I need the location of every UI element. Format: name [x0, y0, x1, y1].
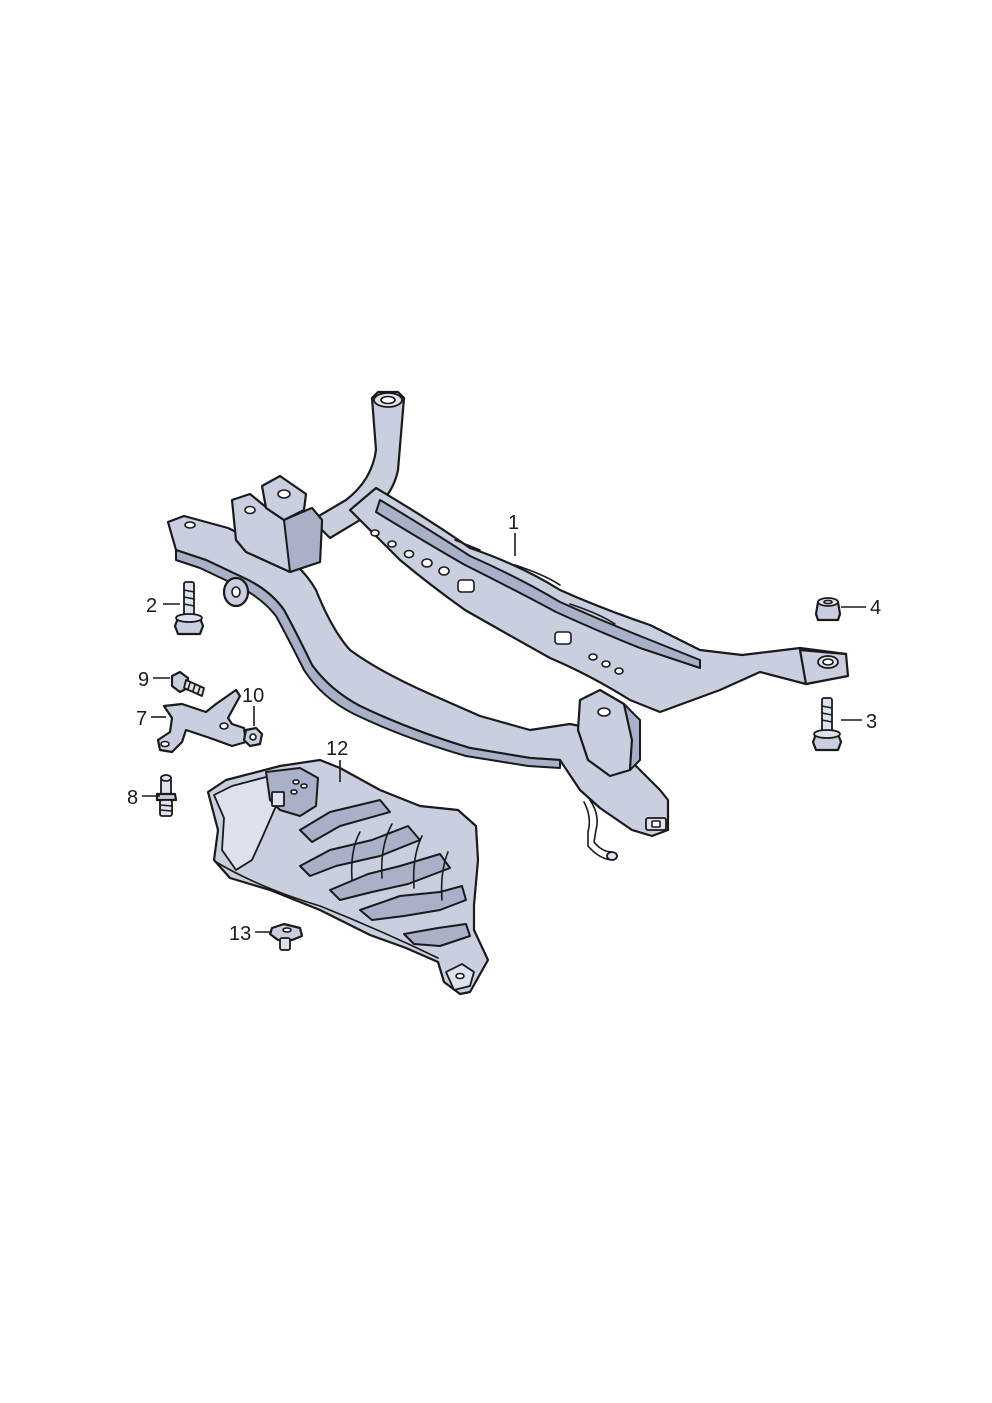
nut-part-10[interactable]: [242, 726, 264, 748]
underbody-panel-part-12[interactable]: [206, 758, 490, 996]
clip-part-13[interactable]: [268, 922, 304, 951]
callout-10: 10: [242, 685, 264, 707]
bolt-part-3[interactable]: [811, 697, 843, 752]
leader-lines: [142, 533, 866, 933]
callout-4: 4: [870, 597, 881, 619]
callout-2: 2: [146, 595, 157, 617]
callout-1: 1: [508, 512, 519, 534]
callout-9: 9: [138, 669, 149, 691]
callout-8: 8: [127, 787, 138, 809]
callout-7: 7: [136, 708, 147, 730]
bolt-part-2[interactable]: [173, 581, 205, 636]
nut-part-4[interactable]: [814, 597, 842, 622]
bolt-part-9[interactable]: [170, 670, 205, 697]
bracket-part-7[interactable]: [156, 688, 248, 754]
stud-part-8[interactable]: [155, 774, 178, 817]
callout-13: 13: [229, 923, 251, 945]
callout-12: 12: [326, 738, 348, 760]
subframe-part-1[interactable]: [166, 390, 850, 861]
callout-3: 3: [866, 711, 877, 733]
